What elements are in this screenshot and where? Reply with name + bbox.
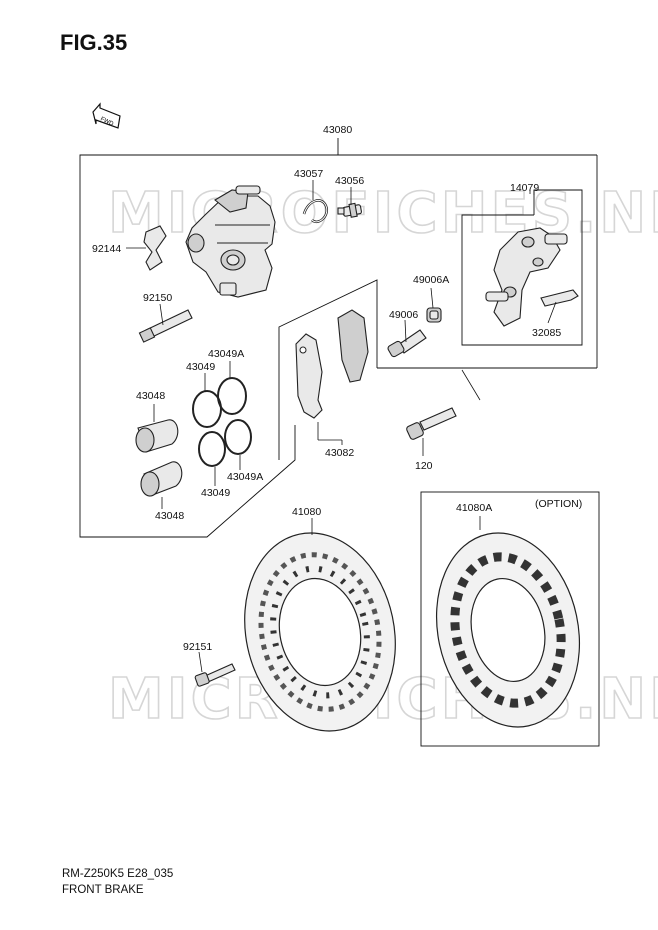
footer-model-code: RM-Z250K5 E28_035 (62, 868, 174, 880)
piston-43048-top (135, 419, 179, 453)
pin-bolt-49006 (387, 329, 427, 358)
option-box (420, 491, 600, 747)
label-92144: 92144 (92, 243, 121, 255)
label-41080: 41080 (292, 506, 321, 518)
label-92151: 92151 (183, 641, 212, 653)
brake-pads-43082 (295, 309, 369, 419)
label-43057: 43057 (294, 168, 323, 180)
bolt-120 (406, 407, 457, 440)
label-120: 120 (415, 460, 433, 472)
caliper-body (185, 185, 276, 298)
label-43048-top: 43048 (136, 390, 165, 402)
label-43056: 43056 (335, 175, 364, 187)
spring-92144 (143, 225, 167, 271)
seal-43049-bot (198, 431, 226, 467)
label-14079: 14079 (510, 182, 539, 194)
label-49006: 49006 (389, 309, 418, 321)
label-41080A: 41080A (456, 502, 492, 514)
label-43049-top: 43049 (186, 361, 215, 373)
label-92150: 92150 (143, 292, 172, 304)
label-43049-bot: 43049 (201, 487, 230, 499)
hose-clip-43057 (302, 199, 329, 223)
figure-title: FIG.35 (60, 30, 128, 55)
piston-43048-bot (140, 461, 183, 497)
footer-section-name: FRONT BRAKE (62, 884, 144, 896)
disc-bolt-92151 (194, 663, 236, 687)
caliper-bracket-14079 (485, 227, 568, 327)
boot-49006A (426, 307, 442, 323)
fwd-arrow-icon: FWD (92, 102, 121, 129)
label-49006A: 49006A (413, 274, 449, 286)
label-43049A-top: 43049A (208, 348, 244, 360)
label-43048-bot: 43048 (155, 510, 184, 522)
seal-43049-top (192, 390, 222, 428)
label-option: (OPTION) (535, 498, 582, 510)
label-43080: 43080 (323, 124, 352, 136)
leader-lines (126, 180, 557, 673)
brake-disc-41080 (244, 532, 396, 732)
pin-92150 (138, 309, 193, 343)
bleeder-43056 (337, 202, 362, 218)
seal-43049A-bot (224, 419, 252, 455)
brake-disc-41080A (435, 532, 581, 728)
seal-43049A-top (217, 377, 247, 415)
label-43049A-bot: 43049A (227, 471, 263, 483)
label-43082: 43082 (325, 447, 354, 459)
svg-text:FWD: FWD (99, 116, 115, 127)
label-32085: 32085 (532, 327, 561, 339)
pad-spring-32085 (540, 289, 579, 307)
